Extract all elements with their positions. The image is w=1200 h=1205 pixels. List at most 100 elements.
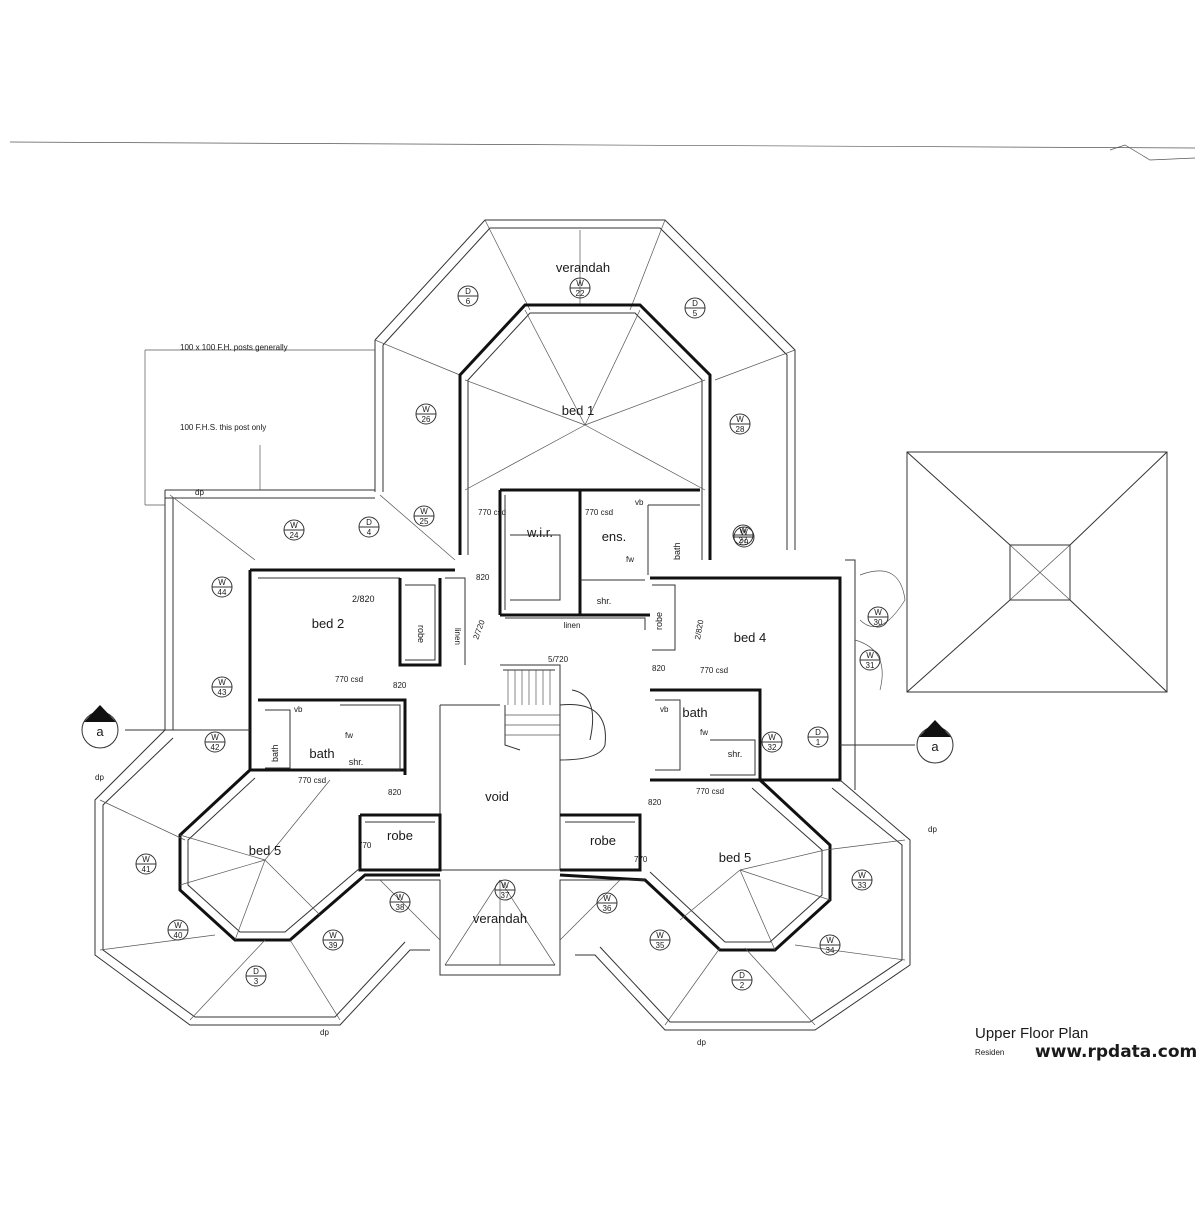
tag-letter: W (501, 881, 509, 890)
tag-w41: W41 (135, 853, 157, 875)
tag-letter: W (142, 855, 150, 864)
tag-number: 34 (826, 946, 835, 955)
room-label-robe-right: robe (590, 833, 616, 848)
tag-w22: W22 (569, 277, 591, 299)
verandah-bottom (365, 879, 645, 976)
dim-770-robe-right: 770 (634, 855, 648, 864)
tag-w42: W42 (204, 731, 226, 753)
tag-number: 2 (740, 981, 745, 990)
tag-letter: W (218, 578, 226, 587)
tag-number: 27 (739, 536, 748, 545)
watermark: www.rpdata.com (1035, 1042, 1197, 1062)
room-label-void: void (485, 789, 509, 804)
tag-d1: D1 (807, 726, 829, 748)
section-label-right: a (931, 739, 939, 754)
tag-letter: W (576, 279, 584, 288)
tag-w34: W34 (819, 934, 841, 956)
dim-vb-3: vb (660, 705, 669, 714)
tag-letter: W (768, 733, 776, 742)
tag-letter: W (874, 608, 882, 617)
verandah-top (374, 219, 796, 550)
dim-2-720: 2/720 (471, 618, 486, 640)
tag-number: 36 (603, 904, 612, 913)
dim-vb-2: vb (294, 705, 303, 714)
room-label-wir: w.i.r. (526, 525, 553, 540)
tag-w44: W44 (211, 576, 233, 598)
tag-letter: W (211, 733, 219, 742)
dim-820-c: 820 (388, 788, 402, 797)
dim-770-bath-left-2: 770 csd (298, 776, 326, 785)
dim-2-820-a: 2/820 (352, 594, 375, 604)
tag-letter: D (692, 299, 698, 308)
dim-770-ens: 770 csd (585, 508, 613, 517)
tag-number: 32 (768, 743, 777, 752)
tag-w30: W30 (867, 606, 889, 628)
tag-letter: W (740, 528, 748, 537)
tag-w27: W27 (732, 524, 754, 546)
tag-number: 30 (874, 618, 883, 627)
tag-w25: W25 (413, 505, 435, 527)
tag-number: 39 (329, 941, 338, 950)
tag-w43: W43 (211, 676, 233, 698)
room-label-linen-2: linen (564, 621, 581, 630)
tag-number: 3 (254, 977, 259, 986)
dim-fw-2: fw (345, 731, 353, 740)
note-posts: 100 x 100 F.H. posts generally (180, 343, 288, 352)
room-label-bed4: bed 4 (734, 630, 767, 645)
plan-subtitle: Residen (975, 1048, 1004, 1057)
tag-w33: W33 (851, 869, 873, 891)
tag-w40: W40 (167, 919, 189, 941)
dim-vb-1: vb (635, 498, 644, 507)
tag-w28: W28 (729, 413, 751, 435)
tag-letter: W (656, 931, 664, 940)
tag-letter: D (253, 967, 259, 976)
tag-number: 4 (367, 528, 372, 537)
tag-letter: D (815, 728, 821, 737)
tag-number: 31 (866, 661, 875, 670)
dim-770-bath-left: 770 csd (335, 675, 363, 684)
room-label-bath-ens: bath (672, 542, 682, 560)
bed5-left-walls (94, 729, 440, 1026)
dim-fw-1: fw (626, 555, 634, 564)
roof-outline (854, 451, 1168, 693)
tag-number: 38 (396, 903, 405, 912)
tag-number: 26 (422, 415, 431, 424)
section-label-left: a (96, 724, 104, 739)
tag-number: 35 (656, 941, 665, 950)
tag-w31: W31 (859, 649, 881, 671)
tag-w26: W26 (415, 403, 437, 425)
tag-number: 5 (693, 309, 698, 318)
tag-letter: W (826, 936, 834, 945)
room-label-shr-ens: shr. (597, 596, 612, 606)
tag-w35: W35 (649, 929, 671, 951)
dim-2-820-b: 2/820 (693, 619, 705, 641)
tag-number: 25 (420, 517, 429, 526)
tag-letter: W (329, 931, 337, 940)
section-marker-left: a (81, 705, 119, 749)
tag-w24: W24 (283, 519, 305, 541)
room-label-bed2: bed 2 (312, 616, 345, 631)
room-label-bed1: bed 1 (562, 403, 595, 418)
room-label-ensuite: ens. (602, 529, 627, 544)
tag-number: 37 (501, 891, 510, 900)
room-label-robe-bed4: robe (654, 612, 664, 630)
room-label-bed5-right: bed 5 (719, 850, 752, 865)
tag-number: 1 (816, 738, 821, 747)
tag-number: 24 (290, 531, 299, 540)
tag-number: 43 (218, 688, 227, 697)
tag-number: 22 (576, 289, 585, 298)
plan-title: Upper Floor Plan (975, 1025, 1088, 1042)
tag-d5: D5 (684, 297, 706, 319)
dp-label-2: dp (95, 773, 104, 782)
room-label-robe-bed2: robe (416, 625, 426, 643)
dim-820-b: 820 (393, 681, 407, 690)
dp-label-4: dp (697, 1038, 706, 1047)
dim-770-robe-left: 770 (358, 841, 372, 850)
tag-w29: W29 (733, 526, 755, 548)
tag-letter: W (858, 871, 866, 880)
tag-w38: W38 (389, 891, 411, 913)
room-label-bed5-left: bed 5 (249, 843, 282, 858)
tag-letter: W (396, 893, 404, 902)
